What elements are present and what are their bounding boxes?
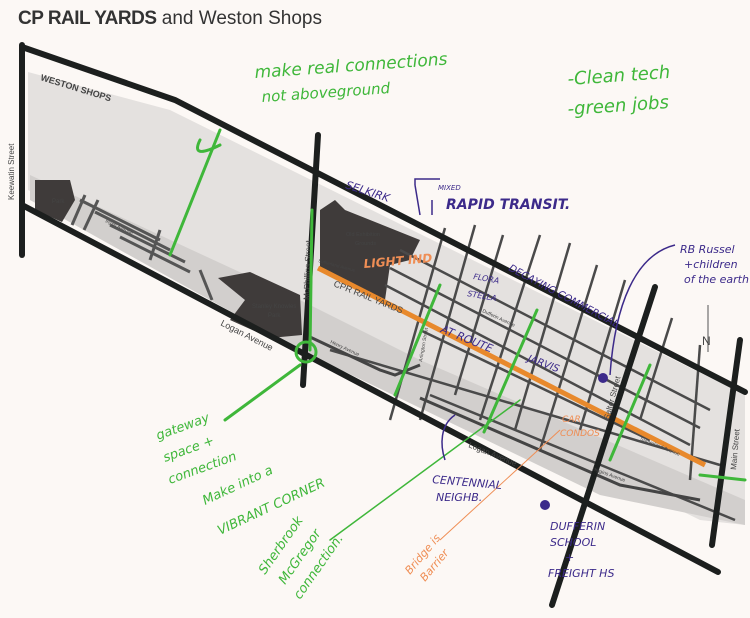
rb-russel-marker [598, 373, 608, 383]
note-dufferin-2: SCHOOL [550, 536, 596, 549]
label-old-exhibition: Old Exhibition [346, 232, 380, 238]
label-keewatin: Keewatin Street [7, 143, 16, 200]
note-mixed: MIXED [438, 184, 461, 192]
map-title: CP RAIL YARDS and Weston Shops [18, 8, 322, 30]
label-stanley-knowles: Stanley Knowles [252, 304, 296, 310]
logan-avenue-road [19, 202, 721, 575]
note-connections-2: not aboveground [261, 79, 391, 106]
purple-pointers [414, 178, 676, 461]
note-centennial-1: CENTENNIAL [432, 473, 503, 492]
note-dufferin-3: + [565, 551, 574, 564]
label-north: N [702, 334, 711, 348]
note-dufferin-4: FREIGHT HS [548, 567, 614, 580]
old-exhibition-grounds [320, 200, 420, 300]
rail-corridor [30, 175, 745, 525]
note-connections-1: make real connections [254, 50, 448, 83]
label-main-street: Main Street [729, 428, 742, 470]
weston-street-grid [70, 194, 214, 301]
main-street-road [709, 337, 743, 548]
note-rb-russel-2: +children [684, 258, 738, 271]
selkirk-avenue-road [19, 44, 748, 395]
label-old-exhibition-2: Grounds [355, 241, 376, 247]
label-park: Park [52, 199, 65, 205]
note-green-jobs: -green jobs [567, 92, 670, 120]
label-stanley-knowles-2: Park [268, 313, 281, 319]
label-mcphillips: McPhillips Street [302, 239, 313, 300]
park-block [35, 180, 75, 222]
note-car-condos-2: CONDOS [560, 429, 600, 439]
henry-avenue [309, 335, 421, 377]
bridge-pointer [439, 429, 561, 541]
title-rest: and Weston Shops [161, 8, 322, 29]
note-light-ind: LIGHT IND [363, 251, 433, 271]
note-car-condos-1: CAR [562, 415, 581, 425]
label-arlington: Arlington Street [418, 327, 430, 363]
note-flora: FLORA [473, 272, 500, 285]
title-bold: CP RAIL YARDS [18, 8, 157, 29]
green-arrows [168, 128, 747, 541]
note-dufferin-1: DUFFERIN [550, 520, 605, 533]
note-centennial-2: NEIGHB. [436, 491, 482, 504]
rail-yard-band [28, 72, 745, 525]
note-rapid-transit: RAPID TRANSIT. [446, 197, 570, 213]
salter-street-road [549, 284, 658, 608]
note-rb-russel-3: of the earth [684, 273, 749, 286]
dufferin-school-marker [540, 500, 550, 510]
note-clean-tech: -Clean tech [567, 62, 671, 90]
note-rb-russel-1: RB Russel [680, 243, 735, 256]
